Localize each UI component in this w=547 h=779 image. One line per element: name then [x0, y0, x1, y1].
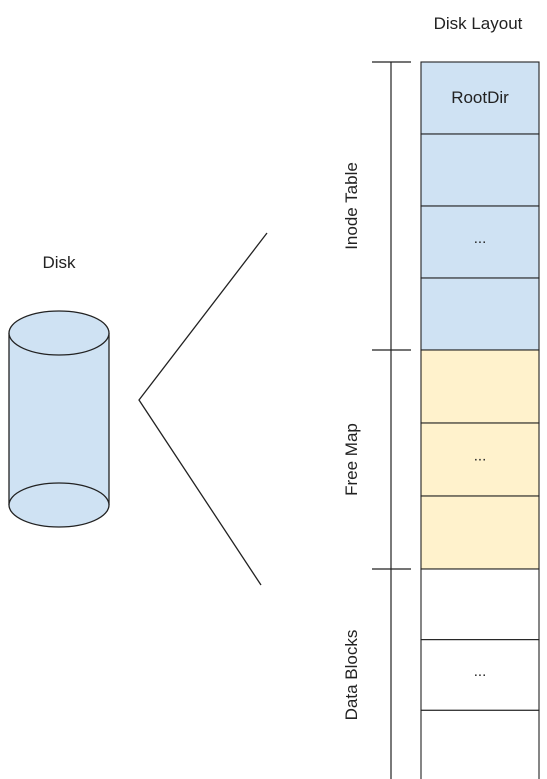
data-blocks-block	[420, 639, 540, 711]
disk-cylinder-bottom	[8, 482, 110, 528]
free-map-block	[420, 495, 540, 570]
inode-table-block-label: ...	[474, 230, 487, 247]
inode-table-block	[420, 205, 540, 279]
inode-table-block-label: RootDir	[451, 88, 509, 107]
disk-cylinder-top	[8, 310, 110, 356]
disk-label: Disk	[42, 253, 76, 272]
data-blocks-label: Data Blocks	[342, 630, 361, 721]
inode-table-block	[420, 277, 540, 351]
disk-layout-column: RootDir.........	[420, 61, 540, 779]
inode-table-label: Inode Table	[342, 162, 361, 250]
free-map-block-label: ...	[474, 448, 487, 465]
zoom-connector-lines	[138, 232, 268, 586]
data-blocks-block-label: ...	[474, 663, 487, 680]
free-map-block	[420, 349, 540, 424]
disk-cylinder	[8, 310, 110, 528]
free-map-block	[420, 422, 540, 497]
disk-cylinder-body	[9, 333, 109, 505]
diagram-title: Disk Layout	[434, 14, 523, 33]
inode-table-block	[420, 133, 540, 207]
data-blocks-block	[420, 568, 540, 641]
free-map-label: Free Map	[342, 423, 361, 496]
data-blocks-block	[420, 709, 540, 779]
